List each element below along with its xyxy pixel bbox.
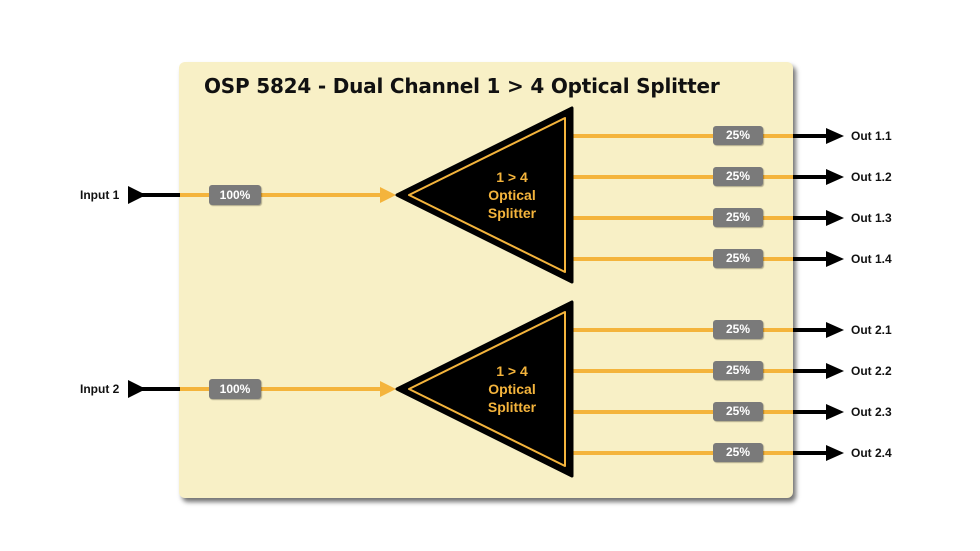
output-label-2-4: Out 2.4 xyxy=(851,446,892,460)
output-badge-1-3: 25% xyxy=(713,208,763,227)
output-label-1-1: Out 1.1 xyxy=(851,129,892,143)
output-arrow-icon-1-4 xyxy=(826,251,844,267)
splitter-word-optical: Optical xyxy=(488,187,536,203)
output-arrow-icon-1-2 xyxy=(826,169,844,185)
splitter-triangle-2 xyxy=(395,300,574,478)
input-label-1: Input 1 xyxy=(80,188,120,202)
input-arrow-icon-1 xyxy=(128,186,146,204)
splitter-outline-1 xyxy=(408,117,566,273)
output-badge-2-3: 25% xyxy=(713,402,763,421)
output-arrow-icon-2-4 xyxy=(826,445,844,461)
output-badge-2-1: 25% xyxy=(713,320,763,339)
diagram-title: OSP 5824 - Dual Channel 1 > 4 Optical Sp… xyxy=(204,74,720,98)
splitter-ratio: 1 > 4 xyxy=(496,363,528,379)
output-badge-1-2: 25% xyxy=(713,167,763,186)
splitter-label-2: 1 > 4 Optical Splitter xyxy=(467,362,557,416)
splitter-word-splitter: Splitter xyxy=(487,205,537,221)
splitter-outline-2 xyxy=(408,311,566,467)
splitter-triangle-1 xyxy=(395,106,574,284)
splitter-word-optical: Optical xyxy=(488,381,536,397)
output-arrow-icon-1-1 xyxy=(826,128,844,144)
input-arrow-icon-2 xyxy=(128,380,146,398)
output-arrow-icon-1-3 xyxy=(826,210,844,226)
input-badge-1: 100% xyxy=(209,185,261,205)
output-badge-1-1: 25% xyxy=(713,126,763,145)
output-label-1-4: Out 1.4 xyxy=(851,252,892,266)
input-fiber-arrow-icon-2 xyxy=(380,381,396,397)
splitter-label-1: 1 > 4 Optical Splitter xyxy=(467,168,557,222)
output-arrow-icon-2-2 xyxy=(826,363,844,379)
splitter-ratio: 1 > 4 xyxy=(496,169,528,185)
output-badge-1-4: 25% xyxy=(713,249,763,268)
output-label-1-2: Out 1.2 xyxy=(851,170,892,184)
output-label-2-3: Out 2.3 xyxy=(851,405,892,419)
output-arrow-icon-2-3 xyxy=(826,404,844,420)
output-badge-2-4: 25% xyxy=(713,443,763,462)
output-label-2-2: Out 2.2 xyxy=(851,364,892,378)
input-label-2: Input 2 xyxy=(80,382,120,396)
input-fiber-arrow-icon-1 xyxy=(380,187,396,203)
splitter-word-splitter: Splitter xyxy=(487,399,537,415)
output-arrow-icon-2-1 xyxy=(826,322,844,338)
input-badge-2: 100% xyxy=(209,379,261,399)
output-label-1-3: Out 1.3 xyxy=(851,211,892,225)
output-badge-2-2: 25% xyxy=(713,361,763,380)
output-label-2-1: Out 2.1 xyxy=(851,323,892,337)
